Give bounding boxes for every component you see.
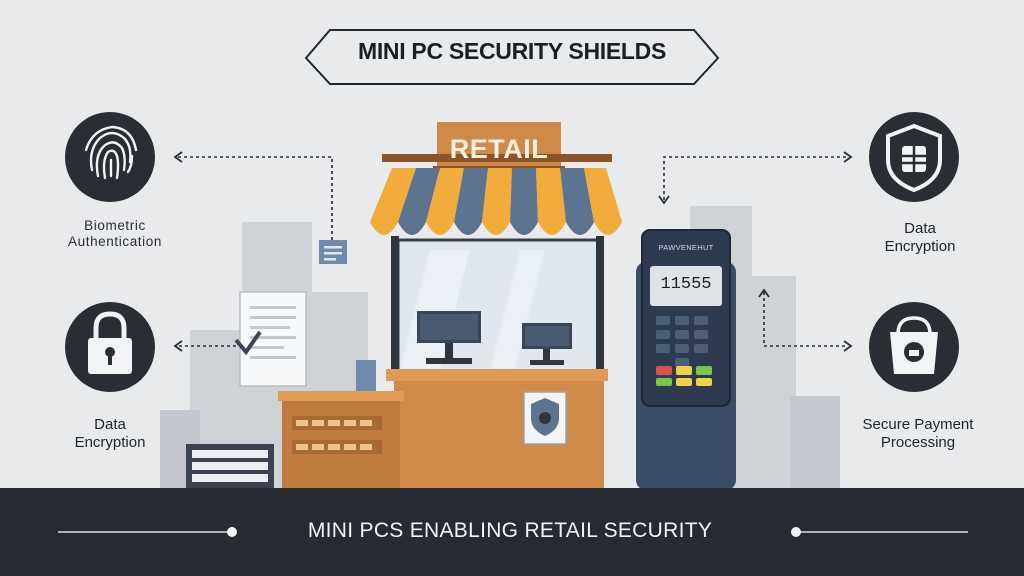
terminal-screen-readout: 11555 (660, 275, 712, 294)
secure-payment-label: Secure Payment Processing (862, 416, 974, 451)
small-box (356, 360, 376, 396)
checklist-document (234, 291, 307, 387)
biometric-authentication-label: Biometric Authentication (68, 218, 162, 250)
page-title: MINI PC SECURITY SHIELDS (357, 38, 667, 64)
connector-arrows (178, 156, 848, 347)
data-encryption-label-right: Data Encryption (884, 220, 956, 255)
retail-sign-label: RETAIL (449, 134, 549, 164)
payment-terminal (636, 229, 736, 490)
window-block (186, 444, 274, 490)
footer-decor-right (791, 527, 968, 537)
footer-decor-left (58, 527, 237, 537)
shopping-bag-icon (869, 302, 959, 392)
title-banner (304, 29, 720, 85)
monitor-right (522, 323, 572, 365)
fingerprint-icon (65, 112, 155, 202)
arrow-heads (173, 151, 853, 352)
terminal-brand-label: PAWVENEHUT (658, 243, 714, 252)
awning (370, 168, 622, 235)
footer-tagline: MINI PCS ENABLING RETAIL SECURITY (307, 519, 713, 542)
counter (278, 369, 608, 491)
monitor-left (417, 311, 481, 364)
retail-sign (437, 122, 561, 172)
shield-icon (869, 112, 959, 202)
padlock-icon (65, 302, 155, 392)
data-encryption-label-left: Data Encryption (74, 416, 146, 451)
document-icon (319, 240, 347, 264)
terminal-screen (650, 266, 722, 306)
